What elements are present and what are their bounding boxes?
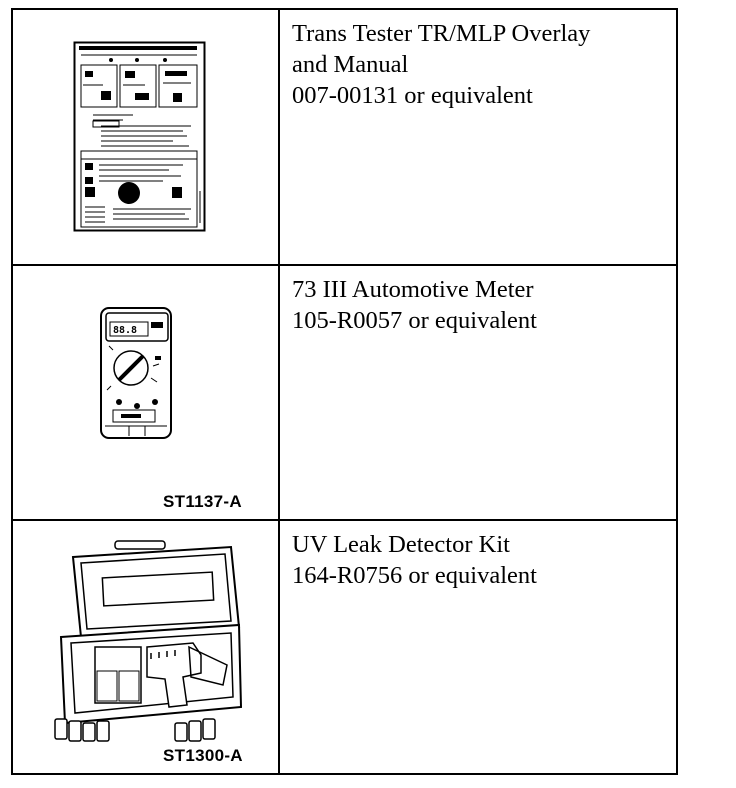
description-cell: UV Leak Detector Kit 164-R0756 or equiva… <box>280 521 676 775</box>
uv-leak-detector-kit-illustration-icon <box>54 540 243 742</box>
tool-name-line-2: and Manual <box>292 51 409 78</box>
table-row: 88.8 ST1137-A 73 III Automotive Meter <box>13 266 676 521</box>
image-cell <box>13 10 280 264</box>
multimeter-illustration-icon: 88.8 <box>100 307 172 439</box>
tool-name-line-1: 73 III Automotive Meter <box>292 276 534 303</box>
image-cell: ST1300-A <box>13 521 280 775</box>
tool-name-line-1: UV Leak Detector Kit <box>292 531 510 558</box>
figure-label: ST1300-A <box>163 746 243 765</box>
table-row: Trans Tester TR/MLP Overlay and Manual 0… <box>13 10 676 266</box>
figure-label: ST1137-A <box>163 492 242 511</box>
tool-table: Trans Tester TR/MLP Overlay and Manual 0… <box>11 8 678 775</box>
description-cell: Trans Tester TR/MLP Overlay and Manual 0… <box>280 10 676 264</box>
part-number: 007-00131 or equivalent <box>292 82 533 109</box>
part-number: 164-R0756 or equivalent <box>292 562 537 589</box>
part-number: 105-R0057 or equivalent <box>292 307 537 334</box>
overlay-manual-illustration-icon <box>73 41 206 232</box>
svg-text:88.8: 88.8 <box>113 325 137 336</box>
table-row: ST1300-A UV Leak Detector Kit 164-R0756 … <box>13 521 676 775</box>
tool-name-line-1: Trans Tester TR/MLP Overlay <box>292 20 591 47</box>
image-cell: 88.8 ST1137-A <box>13 266 280 519</box>
description-cell: 73 III Automotive Meter 105-R0057 or equ… <box>280 266 676 519</box>
